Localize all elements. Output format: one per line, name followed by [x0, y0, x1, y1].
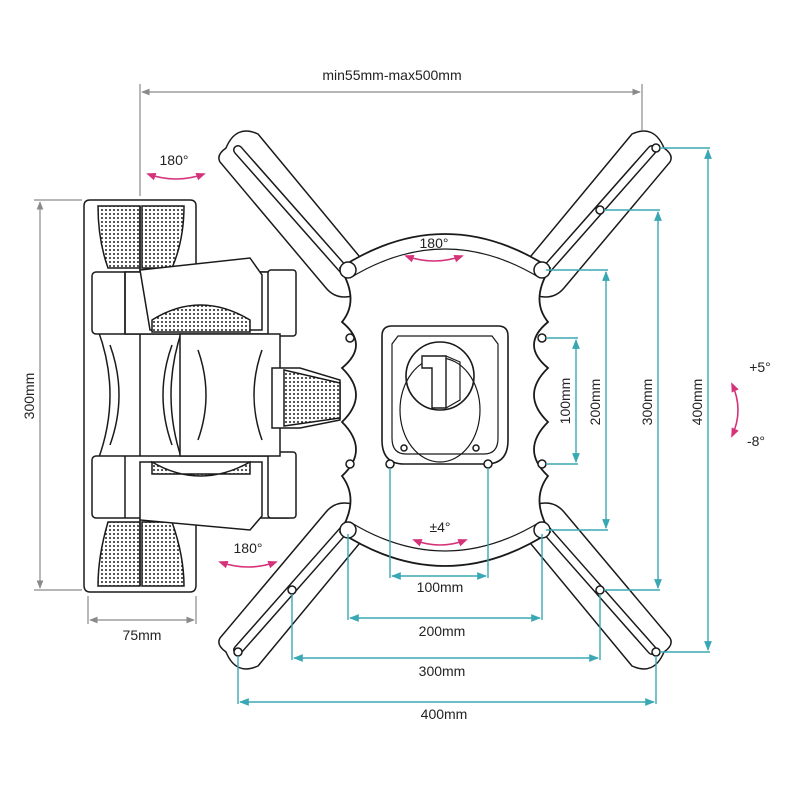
head-pivot-label: 180° [420, 235, 449, 251]
vesa-dimension-lines [237, 147, 712, 706]
lower-arm [91, 451, 297, 531]
vesa-v-300-label: 300mm [639, 379, 655, 426]
labels: min55mm-max500mm 300mm 75mm 100mm 200mm … [21, 67, 771, 722]
head-pivot-arrow [404, 254, 464, 263]
rotation-label: ±4° [429, 519, 450, 535]
lower-pivot-arrow [218, 560, 278, 569]
rotation-arrows [146, 172, 739, 569]
rotation-arrow [412, 539, 468, 547]
wall-plate-height-label: 300mm [21, 373, 37, 420]
vesa-v-100-label: 100mm [557, 378, 573, 425]
wall-pivot-label: 180° [160, 152, 189, 168]
tilt-down-label: -8° [747, 433, 765, 449]
mount-bracket [218, 130, 672, 670]
arm-extension-label: min55mm-max500mm [322, 67, 461, 83]
vesa-h-300-label: 300mm [419, 663, 466, 679]
wall-plate [83, 199, 197, 593]
wall-pivot-arrow [146, 172, 206, 181]
lower-pivot-label: 180° [234, 540, 263, 556]
arm-connector [179, 333, 341, 457]
vesa-h-200-label: 200mm [419, 623, 466, 639]
wall-plate-width-label: 75mm [123, 627, 162, 643]
tilt-up-label: +5° [749, 359, 771, 375]
vesa-v-400-label: 400mm [689, 379, 705, 426]
vesa-v-200-label: 200mm [587, 379, 603, 426]
upper-arm [91, 257, 297, 337]
tilt-arrow [731, 382, 739, 438]
vesa-h-400-label: 400mm [421, 706, 468, 722]
grey-dimension-lines [34, 84, 643, 624]
vesa-h-100-label: 100mm [417, 579, 464, 595]
